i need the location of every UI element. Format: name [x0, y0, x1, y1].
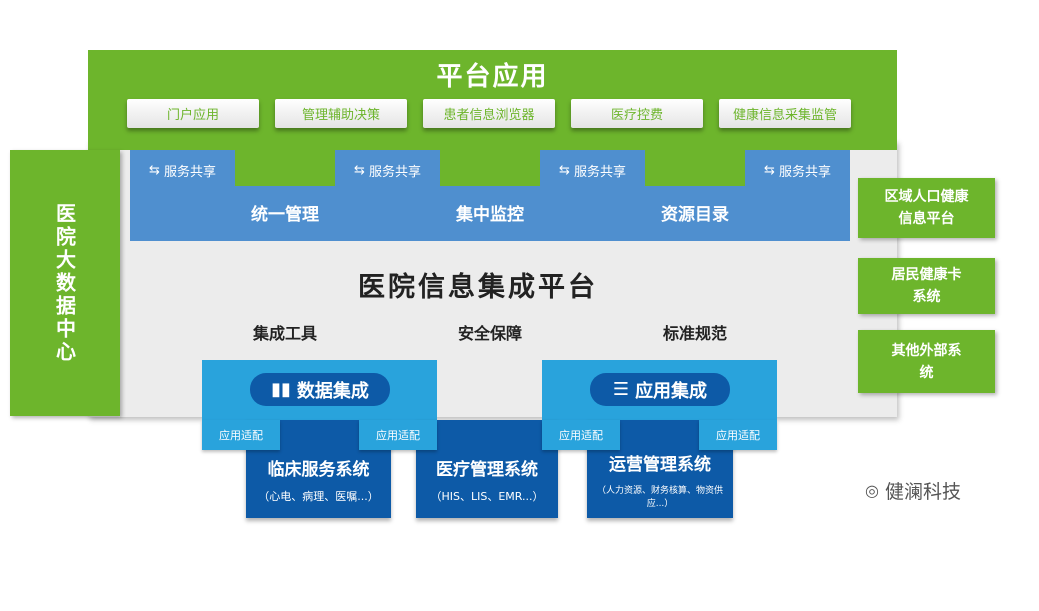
medical-management-system: 医疗管理系统（HIS、LIS、EMR...） — [416, 420, 558, 518]
bar-chart-icon: ▮▮ — [271, 379, 291, 400]
regional-health-platform: 区域人口健康信息平台 — [858, 178, 995, 238]
resident-health-card: 居民健康卡系统 — [858, 258, 995, 314]
platform-apps-title: 平台应用 — [436, 61, 549, 92]
standards: 标准规范 — [662, 324, 727, 343]
resource-catalog: 资源目录 — [661, 205, 729, 225]
service-share-tab: ⇆ 服务共享 — [540, 150, 645, 190]
green-notch — [130, 140, 850, 186]
service-share-tab: ⇆ 服务共享 — [335, 150, 440, 190]
adapter-tab: 应用适配 — [202, 420, 280, 450]
hospital-big-data-center: 医院大数据中心 — [10, 150, 120, 416]
adapter-tab: 应用适配 — [542, 420, 620, 450]
service-share-tab: ⇆ 服务共享 — [745, 150, 850, 190]
security-assurance: 安全保障 — [457, 324, 522, 343]
clinical-service-system: 临床服务系统（心电、病理、医嘱...） — [246, 420, 391, 518]
exchange-icon: ⇆ — [148, 162, 164, 178]
app-decision-support[interactable]: 管理辅助决策 — [275, 99, 407, 128]
unified-management: 统一管理 — [251, 205, 319, 225]
app-health-monitoring[interactable]: 健康信息采集监管 — [719, 99, 851, 128]
exchange-icon: ⇆ — [353, 162, 369, 178]
list-icon: ☰ — [612, 379, 630, 400]
watermark: ◎健澜科技 — [865, 480, 961, 503]
integration-tools: 集成工具 — [252, 324, 317, 343]
exchange-icon: ⇆ — [558, 162, 574, 178]
core-title: 医院信息集成平台 — [358, 271, 598, 303]
central-monitoring: 集中监控 — [456, 205, 524, 225]
app-cost-control[interactable]: 医疗控费 — [571, 99, 703, 128]
app-portal[interactable]: 门户应用 — [127, 99, 259, 128]
service-share-tab: ⇆ 服务共享 — [130, 150, 235, 190]
wechat-icon: ◎ — [865, 480, 879, 500]
other-external-systems: 其他外部系统 — [858, 330, 995, 393]
service-band — [130, 186, 850, 241]
data-integration-label: ▮▮数据集成 — [250, 373, 390, 406]
app-integration-label: ☰应用集成 — [590, 373, 730, 406]
adapter-tab: 应用适配 — [359, 420, 437, 450]
app-patient-browser[interactable]: 患者信息浏览器 — [423, 99, 555, 128]
adapter-tab: 应用适配 — [699, 420, 777, 450]
exchange-icon: ⇆ — [763, 162, 779, 178]
